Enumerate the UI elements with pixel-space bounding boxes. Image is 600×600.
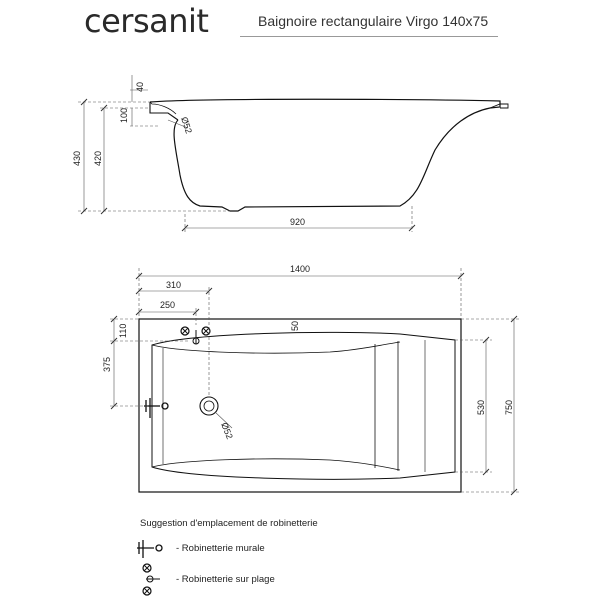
dim-hole-d52: Ø52 — [219, 421, 235, 441]
brand-logo: cersanit — [84, 2, 209, 40]
legend-deck-tap-icon — [142, 563, 160, 596]
top-view-tick-marks — [110, 272, 518, 496]
dim-tap-250: 250 — [160, 300, 175, 310]
dim-overall-430: 430 — [72, 151, 82, 166]
dim-width-530: 530 — [476, 400, 486, 415]
top-inner-curve-upper — [151, 341, 401, 354]
dim-rim-40: 40 — [135, 82, 145, 92]
top-view-dimensions — [110, 268, 520, 493]
side-left-wall — [149, 102, 179, 121]
deck-tap-symbols — [180, 326, 211, 345]
top-drain-inner — [203, 400, 215, 412]
dim-offset-110: 110 — [118, 324, 128, 338]
dim-tap-310: 310 — [166, 280, 181, 290]
side-view-tick-marks — [80, 98, 416, 232]
side-inner-line — [149, 101, 177, 115]
side-rim-right — [489, 103, 509, 109]
side-view — [149, 98, 509, 212]
title-underline — [240, 36, 498, 37]
dim-offset-375: 375 — [102, 357, 112, 372]
legend-deck-tap-label: - Robinetterie sur plage — [176, 574, 275, 585]
dim-depth-100: 100 — [119, 108, 129, 123]
side-tub-profile — [149, 98, 501, 212]
dim-width-750: 750 — [504, 400, 514, 415]
top-outer-rim — [138, 318, 462, 493]
top-inner-curve-lower — [151, 458, 401, 471]
dim-length-1400: 1400 — [290, 264, 310, 274]
dim-bottom-920: 920 — [290, 217, 305, 227]
wall-tap-symbol — [144, 398, 169, 418]
legend-heading: Suggestion d'emplacement de robinetterie — [140, 518, 318, 529]
side-view-dimensions — [78, 75, 413, 232]
page-title: Baignoire rectangulaire Virgo 140x75 — [258, 13, 489, 29]
dim-r50: 50 — [290, 321, 300, 331]
legend-wall-tap-label: - Robinetterie murale — [176, 543, 265, 554]
dim-drain-d52: Ø52 — [179, 116, 194, 135]
top-view — [138, 318, 462, 493]
top-drain-outer — [199, 396, 219, 416]
dim-inner-420: 420 — [93, 151, 103, 166]
legend-wall-tap-icon — [137, 540, 163, 558]
top-inner-basin — [151, 331, 456, 480]
